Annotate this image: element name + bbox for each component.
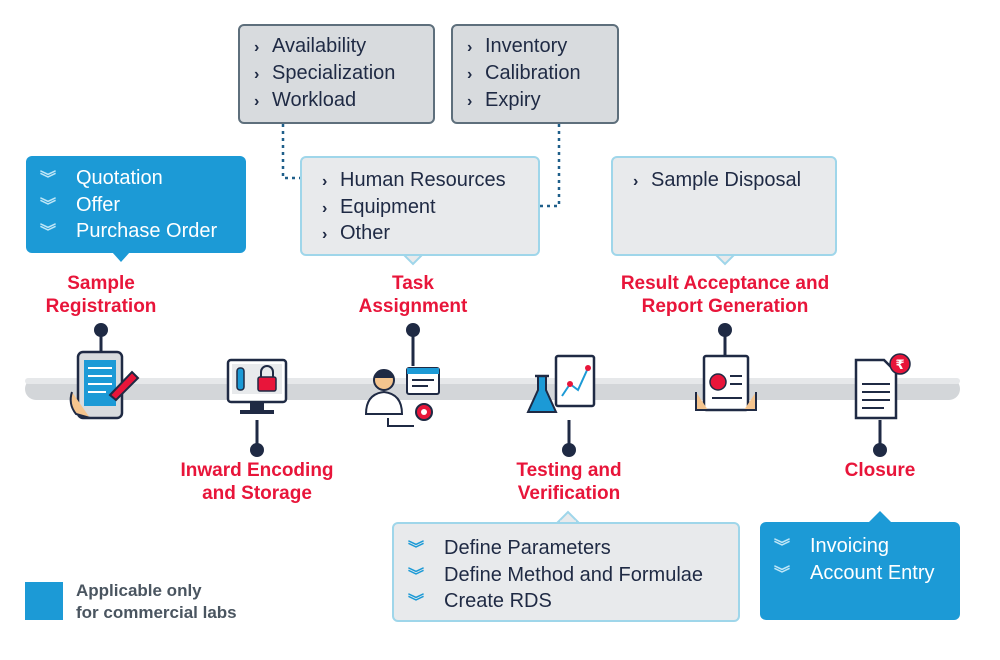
double-chevron-down-icon: ︾ — [40, 198, 57, 215]
registration-callout-item: ︾Purchase Order — [40, 219, 217, 245]
closure-callout: ︾Invoicing ︾Account Entry — [760, 522, 960, 620]
staff-factors-box: ›Availability ›Specialization ›Workload — [238, 24, 435, 124]
result-item: ›Sample Disposal — [633, 168, 801, 194]
chevron-right-icon: › — [254, 66, 260, 83]
chevron-right-icon: › — [322, 226, 328, 243]
equipment-factors-box: ›Inventory ›Calibration ›Expiry — [451, 24, 619, 124]
task-resource-item: ›Human Resources — [322, 168, 506, 194]
stage-label-sample-registration: Sample Registration — [45, 273, 157, 317]
testing-step-item: ︾Create RDS — [408, 589, 552, 615]
registration-callout-item: ︾Offer — [40, 193, 120, 219]
rupee-invoice-icon: ₹ — [854, 353, 911, 420]
equipment-factor-item: ›Expiry — [467, 88, 541, 114]
chevron-right-icon: › — [633, 173, 639, 190]
task-assignment-callout: ›Human Resources ›Equipment ›Other — [300, 156, 540, 256]
testing-callout: ︾Define Parameters ︾Define Method and Fo… — [392, 522, 740, 622]
scientist-gear-icon — [364, 367, 440, 427]
flask-chart-icon — [526, 354, 596, 413]
double-chevron-down-icon: ︾ — [408, 568, 425, 585]
double-chevron-down-icon: ︾ — [40, 171, 57, 188]
testing-step-item: ︾Define Method and Formulae — [408, 563, 703, 589]
pin-task — [406, 323, 420, 366]
pin-testing — [562, 420, 576, 457]
task-resource-item: ›Other — [322, 221, 390, 247]
double-chevron-down-icon: ︾ — [774, 566, 791, 583]
stage-label-result-acceptance: Result Acceptance and Report Generation — [620, 273, 830, 317]
stage-label-closure: Closure — [844, 460, 916, 481]
chevron-right-icon: › — [467, 66, 473, 83]
timeline-highlight — [25, 378, 960, 384]
staff-factor-item: ›Specialization — [254, 61, 395, 87]
testing-step-item: ︾Define Parameters — [408, 536, 611, 562]
double-chevron-down-icon: ︾ — [774, 539, 791, 556]
equipment-factor-item: ›Inventory — [467, 34, 567, 60]
stage-label-testing: Testing and Verification — [516, 460, 622, 504]
double-chevron-down-icon: ︾ — [40, 224, 57, 241]
pin-closure — [873, 420, 887, 457]
stage-label-inward-encoding: Inward Encoding and Storage — [180, 460, 334, 504]
monitor-lock-icon — [226, 358, 288, 414]
legend-swatch — [25, 582, 63, 620]
svg-text:₹: ₹ — [895, 358, 904, 373]
closure-item: ︾Account Entry — [774, 561, 935, 587]
report-hands-icon — [695, 354, 757, 412]
tablet-form-icon — [69, 350, 140, 420]
stage-label-task-assignment: Task Assignment — [358, 273, 468, 317]
staff-factor-item: ›Availability — [254, 34, 366, 60]
chevron-right-icon: › — [322, 200, 328, 217]
chevron-right-icon: › — [467, 93, 473, 110]
registration-callout: ︾Quotation ︾Offer ︾Purchase Order — [26, 156, 246, 253]
callout-tail-registration — [112, 252, 130, 262]
chevron-right-icon: › — [322, 173, 328, 190]
chevron-right-icon: › — [254, 39, 260, 56]
registration-callout-item: ︾Quotation — [40, 166, 163, 192]
pin-inward — [250, 420, 264, 457]
chevron-right-icon: › — [254, 93, 260, 110]
result-acceptance-callout: ›Sample Disposal — [611, 156, 837, 256]
equipment-factor-item: ›Calibration — [467, 61, 581, 87]
chevron-right-icon: › — [467, 39, 473, 56]
staff-factor-item: ›Workload — [254, 88, 356, 114]
legend-text: Applicable only for commercial labs — [76, 581, 237, 622]
double-chevron-down-icon: ︾ — [408, 594, 425, 611]
double-chevron-down-icon: ︾ — [408, 541, 425, 558]
pin-result — [718, 323, 732, 356]
closure-item: ︾Invoicing — [774, 534, 889, 560]
task-resource-item: ›Equipment — [322, 195, 436, 221]
callout-tail-closure — [869, 511, 891, 522]
